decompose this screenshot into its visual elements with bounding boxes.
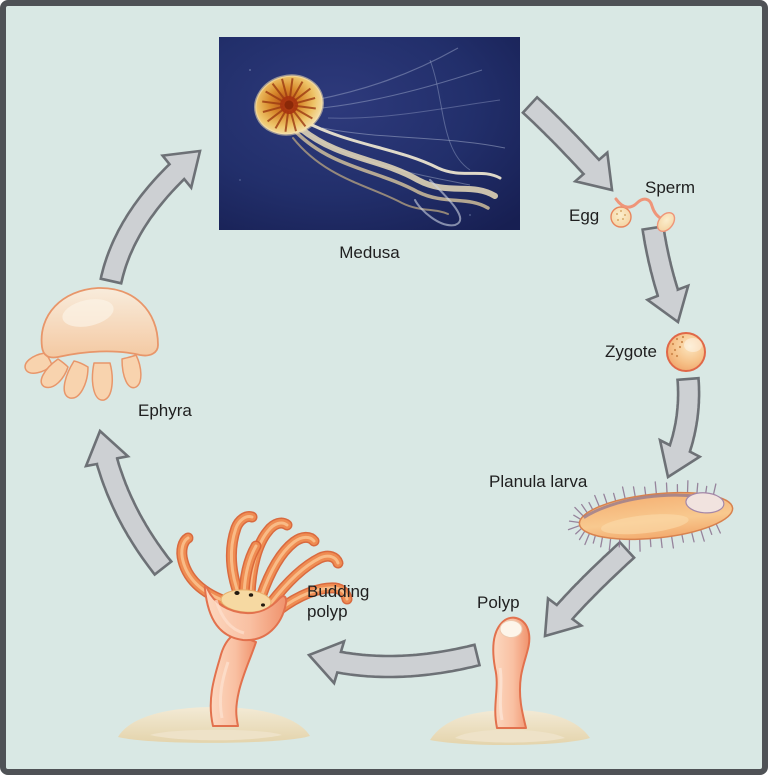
sperm-illustration (614, 197, 676, 233)
polyp-illustration (455, 616, 565, 743)
zygote-illustration (666, 332, 706, 372)
label-zygote: Zygote (605, 342, 657, 361)
label-budding-polyp: Budding polyp (307, 582, 370, 622)
budding-polyp-tentacles (176, 511, 353, 616)
cycle-arrows (83, 95, 703, 686)
planula-larva-illustration (567, 480, 734, 552)
arrow-gametes-to-zygote (641, 224, 691, 325)
arrow-zygote-to-planula (658, 376, 703, 480)
arrow-budding-polyp-to-ephyra (83, 428, 174, 577)
planula-cilia (567, 480, 721, 552)
label-polyp: Polyp (477, 593, 520, 612)
medusa-bell-stripes (262, 78, 316, 132)
arrow-planula-to-polyp (543, 540, 636, 638)
label-ephyra: Ephyra (138, 401, 192, 420)
medusa-oral-arms (292, 120, 502, 227)
arrow-medusa-to-gametes (521, 95, 614, 192)
egg-illustration (610, 206, 632, 228)
label-medusa: Medusa (339, 243, 400, 262)
ephyra-arms (24, 352, 142, 401)
ephyra-illustration (24, 287, 159, 401)
medusa-photo (219, 37, 520, 230)
label-egg: Egg (569, 206, 600, 225)
medusa-bell (254, 74, 324, 136)
label-planula-larva: Planula larva (489, 472, 588, 491)
budding-polyp-illustration (150, 511, 353, 741)
arrow-ephyra-to-medusa (99, 149, 202, 285)
arrow-polyp-to-budding-polyp (306, 639, 482, 686)
label-sperm: Sperm (645, 178, 696, 197)
